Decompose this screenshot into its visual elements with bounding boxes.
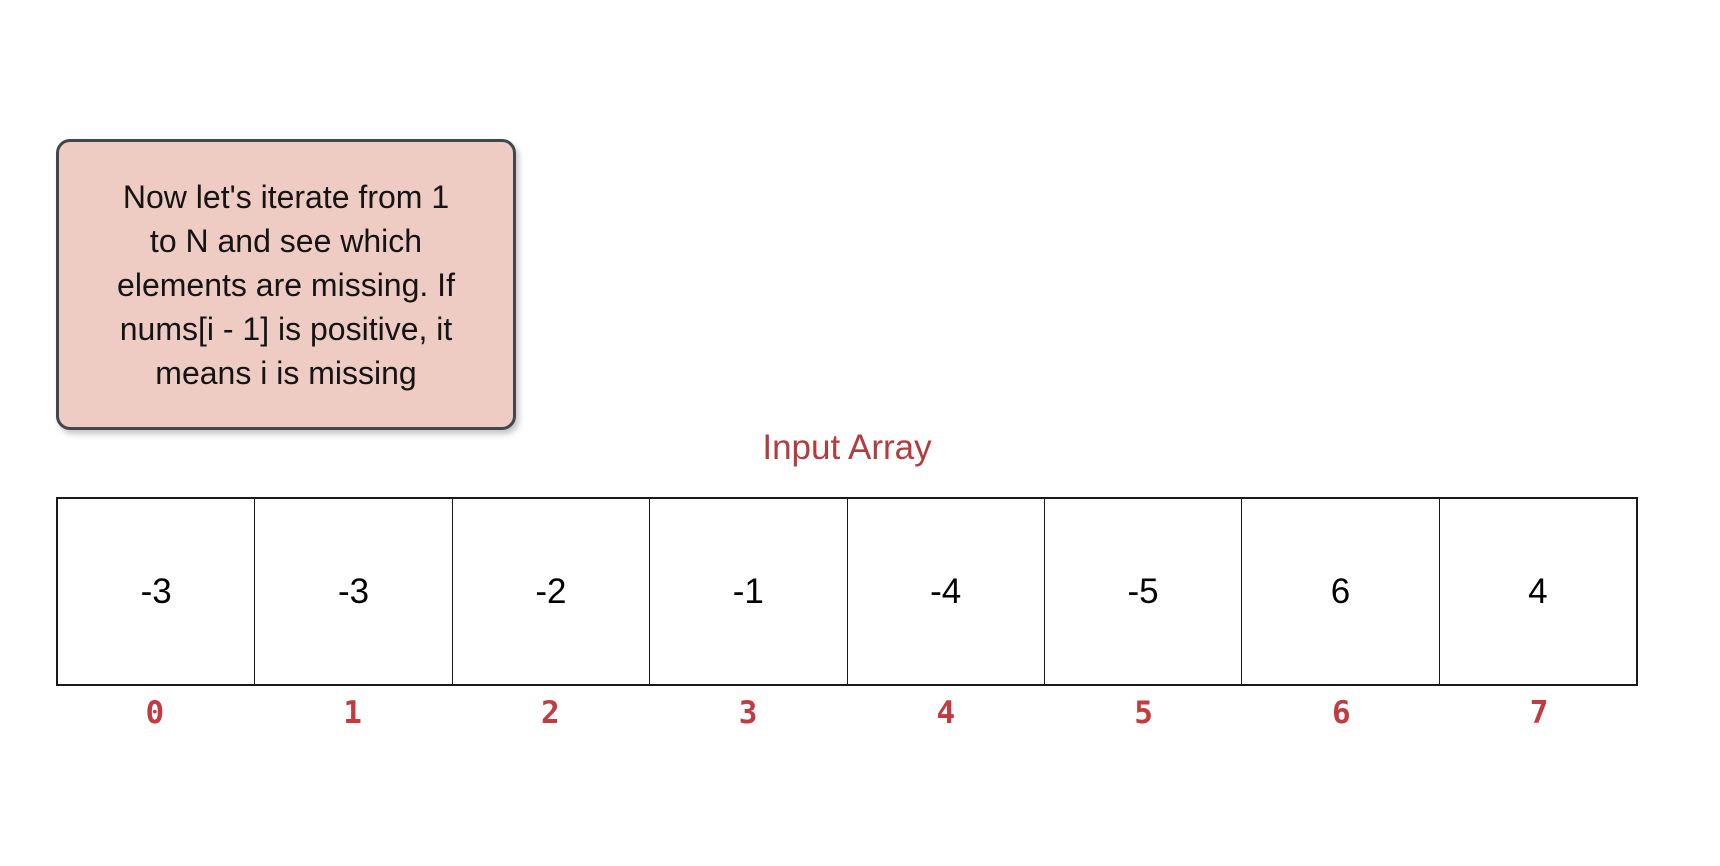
array-cell: 4 bbox=[1438, 499, 1636, 684]
cell-value: -3 bbox=[338, 571, 370, 611]
index-label: 0 bbox=[145, 695, 165, 731]
cell-value: 6 bbox=[1330, 571, 1351, 611]
array-cell: -3 bbox=[58, 499, 254, 684]
index-row: 0 1 2 3 4 5 6 7 bbox=[56, 695, 1638, 731]
array-cell: -5 bbox=[1043, 499, 1241, 684]
index-label: 7 bbox=[1529, 695, 1549, 731]
array-cell: -4 bbox=[846, 499, 1044, 684]
cell-value: -5 bbox=[1127, 571, 1159, 611]
array-cell: -3 bbox=[254, 499, 451, 684]
index-label: 5 bbox=[1134, 695, 1153, 731]
array-title: Input Array bbox=[762, 428, 932, 467]
note-line: means i is missing bbox=[155, 354, 417, 391]
note-text: Now let's iterate from 1 to N and see wh… bbox=[117, 175, 455, 395]
note-line: nums[i - 1] is positive, it bbox=[119, 310, 453, 347]
note-line: elements are missing. If bbox=[117, 266, 455, 303]
note-line: to N and see which bbox=[149, 222, 423, 259]
cell-value: -3 bbox=[140, 571, 172, 611]
cell-value: -2 bbox=[535, 571, 567, 611]
index-label: 4 bbox=[936, 695, 956, 731]
array-cell: -1 bbox=[649, 499, 846, 684]
index-label: 3 bbox=[738, 695, 758, 731]
index-label: 2 bbox=[541, 695, 560, 731]
index-label: 6 bbox=[1332, 695, 1351, 731]
array-cell: 6 bbox=[1241, 499, 1438, 684]
note-line: Now let's iterate from 1 bbox=[122, 178, 450, 215]
note-box: Now let's iterate from 1 to N and see wh… bbox=[56, 139, 516, 430]
cell-value: -4 bbox=[930, 571, 962, 611]
index-label: 1 bbox=[343, 695, 362, 731]
input-array: -3 -3 -2 -1 -4 -5 6 4 bbox=[56, 497, 1638, 686]
cell-value: -1 bbox=[732, 571, 764, 611]
cell-value: 4 bbox=[1528, 571, 1548, 611]
array-cell: -2 bbox=[451, 499, 649, 684]
